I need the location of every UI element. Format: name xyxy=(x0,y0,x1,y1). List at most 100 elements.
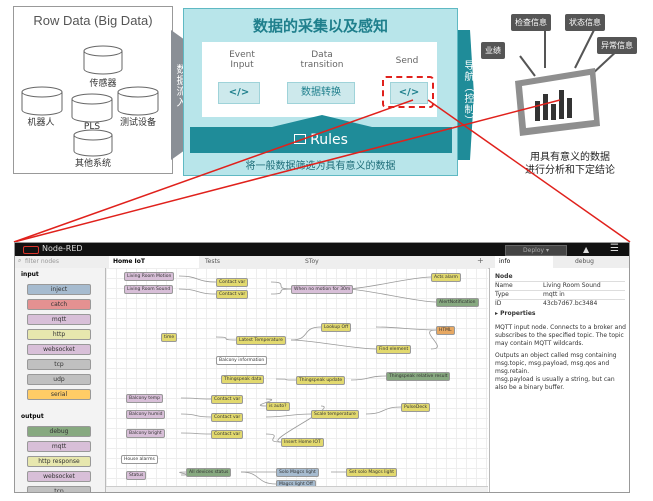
flow-node[interactable]: Find element xyxy=(376,345,412,354)
properties-toggle[interactable]: ▸ Properties xyxy=(495,310,536,317)
palette-node[interactable]: serial xyxy=(27,389,91,400)
flow-node[interactable]: time xyxy=(161,333,178,342)
palette-node[interactable]: tcp xyxy=(27,359,91,370)
flow-node[interactable]: Scale temperature xyxy=(311,410,359,419)
data-transition-label: Data transition xyxy=(300,50,344,70)
palette-node[interactable]: http xyxy=(27,329,91,340)
flow-wire xyxy=(179,471,188,476)
palette-output-header[interactable]: output xyxy=(21,413,44,420)
flow-node[interactable]: Latest Temperature xyxy=(236,336,286,345)
palette-node[interactable]: udp xyxy=(27,374,91,385)
flow-node[interactable]: Living Room Motion xyxy=(124,272,175,281)
rules-label: Rules xyxy=(310,132,348,148)
palette-node[interactable]: websocket xyxy=(27,471,91,482)
collection-panel: 数据的采集以及感知 Event Input Data transition Se… xyxy=(183,8,458,176)
info-row: ID 43cb7d67.bc3484 xyxy=(495,299,625,308)
event-input-label: Event Input xyxy=(229,50,255,70)
tab-home-iot[interactable]: Home IoT xyxy=(109,256,199,268)
nodered-brand: Node-RED xyxy=(42,244,83,253)
palette-node[interactable]: debug xyxy=(27,426,91,437)
flow-node[interactable]: Living Room Sound xyxy=(124,285,174,294)
flow-wire xyxy=(178,288,217,295)
flow-node[interactable]: Lookup Off xyxy=(321,323,352,332)
flow-node[interactable]: Balcony humid xyxy=(126,410,166,419)
palette-node[interactable]: http response xyxy=(27,456,91,467)
palette-node[interactable]: mqtt xyxy=(27,314,91,325)
flow-node[interactable]: is auto? xyxy=(266,402,290,411)
source-label: 测试设备 xyxy=(119,118,156,128)
info-row: Type mqtt in xyxy=(495,290,625,299)
flow-wire xyxy=(180,413,212,418)
flow-node[interactable]: Contact var xyxy=(211,413,244,422)
flow-node[interactable]: Thingspeak data xyxy=(221,375,265,384)
transform-steps: Event Input Data transition Send </> 数据转… xyxy=(202,42,437,117)
add-tab-icon[interactable]: + xyxy=(477,256,484,265)
flow-node[interactable]: All devices status xyxy=(186,468,232,477)
info-tab[interactable]: info xyxy=(495,256,553,268)
flow-node[interactable]: Insert Home IOT xyxy=(281,438,324,447)
flow-node[interactable]: Contact var xyxy=(216,278,249,287)
palette-node[interactable]: inject xyxy=(27,284,91,295)
flow-wire xyxy=(215,336,237,341)
flow-wire xyxy=(178,275,217,283)
flow-node[interactable]: Balcony information xyxy=(216,356,268,365)
flow-node[interactable]: Status xyxy=(126,471,147,480)
flow-node[interactable]: HTML xyxy=(436,326,455,335)
flow-node[interactable]: AlertNotification xyxy=(436,298,479,307)
flow-node[interactable]: Solo Magcs light xyxy=(276,468,319,477)
nav-label: 导航（控制） xyxy=(462,60,473,126)
flow-node[interactable]: House alarms xyxy=(121,455,158,464)
info-value: 43cb7d67.bc3484 xyxy=(543,300,598,307)
flow-node[interactable]: Contact var xyxy=(216,290,249,299)
deploy-button[interactable]: Deploy ▾ xyxy=(505,245,567,256)
node-palette: input inject catch mqtt http websocket tcp udp… xyxy=(15,268,106,492)
inflow-label: 数据流入 xyxy=(174,64,185,108)
flow-wire xyxy=(275,378,297,381)
rules-caption: 将一般数据筛选为具有意义的数据 xyxy=(245,161,396,172)
flow-wire xyxy=(180,397,212,400)
flow-wire xyxy=(270,281,292,290)
flow-node[interactable]: Acts alarm xyxy=(431,273,461,282)
canvas-scrollbar[interactable] xyxy=(106,486,488,492)
tab-tests[interactable]: Tests xyxy=(205,258,220,265)
flow-node[interactable]: Balcony temp xyxy=(126,394,164,403)
flow-node[interactable]: PulseDeck xyxy=(401,403,431,412)
flow-wire xyxy=(270,288,292,295)
menu-icon[interactable]: ☰ xyxy=(610,243,619,254)
flow-wire xyxy=(265,413,312,418)
flow-node[interactable]: When no motion for 30m xyxy=(291,285,354,294)
nodered-logo-icon xyxy=(23,246,39,254)
info-value: mqtt in xyxy=(543,291,565,298)
flow-node[interactable]: Set solo Magcs light xyxy=(346,468,398,477)
palette-node[interactable]: mqtt xyxy=(27,441,91,452)
filter-nodes-input[interactable]: filter nodes xyxy=(25,258,59,265)
palette-node[interactable]: tcp xyxy=(27,486,91,492)
send-code-button[interactable]: </> xyxy=(390,82,428,104)
flow-node[interactable]: Thingspeak update xyxy=(296,376,346,385)
data-source-cylinders xyxy=(21,45,159,157)
flow-node[interactable]: Contact var xyxy=(211,430,244,439)
palette-node[interactable]: websocket xyxy=(27,344,91,355)
flow-node[interactable]: Thingspeak relative result xyxy=(386,372,451,381)
flow-wire xyxy=(350,375,387,381)
flow-wire xyxy=(345,288,437,303)
nodered-window: Node-RED Deploy ▾ ▲ ☰ ⌕ filter nodes Hom… xyxy=(14,242,630,493)
event-input-code-button[interactable]: </> xyxy=(218,82,260,104)
data-transition-button[interactable]: 数据转换 xyxy=(287,82,355,104)
info-key: Type xyxy=(495,291,509,298)
flow-wire xyxy=(180,432,212,435)
output-bubble: 业绩 xyxy=(481,42,505,59)
info-key: ID xyxy=(495,300,502,307)
flow-wire xyxy=(290,339,377,350)
flow-node[interactable]: Contact var xyxy=(211,395,244,404)
tab-stoy[interactable]: SToy xyxy=(305,258,319,265)
palette-input-header[interactable]: input xyxy=(21,271,39,278)
flow-node[interactable]: Balcony bright xyxy=(126,429,165,438)
user-icon[interactable]: ▲ xyxy=(583,245,590,254)
debug-tab[interactable]: debug xyxy=(575,258,594,265)
palette-node[interactable]: catch xyxy=(27,299,91,310)
flow-wire xyxy=(345,276,432,290)
source-label: 机器人 xyxy=(27,118,55,128)
